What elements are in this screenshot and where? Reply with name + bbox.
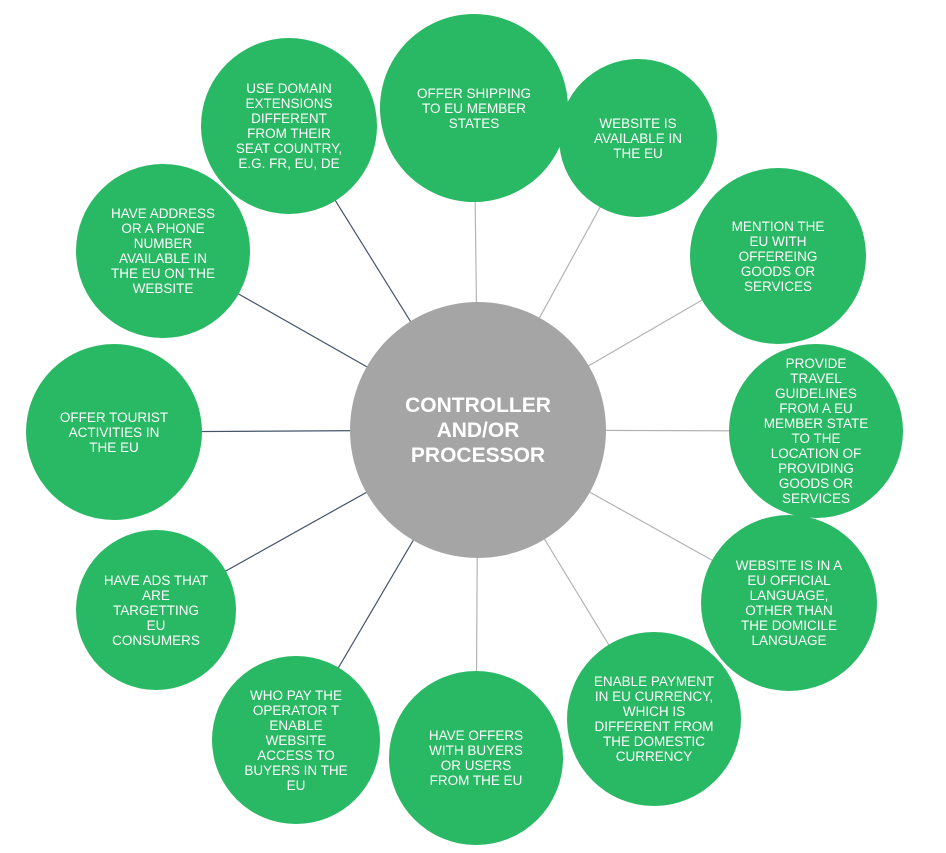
node-label-offer-shipping: OFFER SHIPPING TO EU MEMBER STATES: [416, 85, 531, 131]
node-travel-guidelines: PROVIDE TRAVEL GUIDELINES FROM A EU MEMB…: [729, 344, 903, 518]
node-tourist-activities: OFFER TOURIST ACTIVITIES IN THE EU: [26, 344, 202, 520]
node-label-pay-operator: WHO PAY THE OPERATOR T ENABLE WEBSITE AC…: [244, 687, 348, 793]
node-label-mention-eu: MENTION THE EU WITH OFFEREING GOODS OR S…: [731, 218, 825, 294]
node-label-offers-buyers: HAVE OFFERS WITH BUYERS OR USERS FROM TH…: [428, 728, 524, 788]
node-offers-buyers: HAVE OFFERS WITH BUYERS OR USERS FROM TH…: [389, 671, 563, 845]
node-label-tourist-activities: OFFER TOURIST ACTIVITIES IN THE EU: [59, 409, 169, 455]
node-label-ads-targeting: HAVE ADS THAT ARE TARGETTING EU CONSUMER…: [103, 572, 209, 648]
node-label-eu-currency: ENABLE PAYMENT IN EU CURRENCY, WHICH IS …: [593, 674, 715, 764]
node-website-available: WEBSITE IS AVAILABLE IN THE EU: [559, 59, 717, 217]
node-eu-currency: ENABLE PAYMENT IN EU CURRENCY, WHICH IS …: [567, 632, 741, 806]
node-pay-operator: WHO PAY THE OPERATOR T ENABLE WEBSITE AC…: [212, 656, 380, 824]
node-label-domain-extensions: USE DOMAIN EXTENSIONS DIFFERENT FROM THE…: [235, 81, 343, 171]
node-label-travel-guidelines: PROVIDE TRAVEL GUIDELINES FROM A EU MEMB…: [763, 356, 869, 506]
node-domain-extensions: USE DOMAIN EXTENSIONS DIFFERENT FROM THE…: [201, 38, 377, 214]
center-node: CONTROLLER AND/OR PROCESSOR: [350, 302, 606, 558]
node-label-eu-language: WEBSITE IS IN A EU OFFICIAL LANGUAGE, OT…: [735, 558, 843, 648]
center-label: CONTROLLER AND/OR PROCESSOR: [405, 393, 551, 467]
node-eu-language: WEBSITE IS IN A EU OFFICIAL LANGUAGE, OT…: [701, 515, 877, 691]
node-ads-targeting: HAVE ADS THAT ARE TARGETTING EU CONSUMER…: [76, 530, 236, 690]
node-mention-eu: MENTION THE EU WITH OFFEREING GOODS OR S…: [690, 168, 866, 344]
node-address-phone: HAVE ADDRESS OR A PHONE NUMBER AVAILABLE…: [76, 164, 250, 338]
node-label-website-available: WEBSITE IS AVAILABLE IN THE EU: [593, 115, 683, 161]
node-offer-shipping: OFFER SHIPPING TO EU MEMBER STATES: [380, 14, 568, 202]
node-label-address-phone: HAVE ADDRESS OR A PHONE NUMBER AVAILABLE…: [110, 206, 216, 296]
